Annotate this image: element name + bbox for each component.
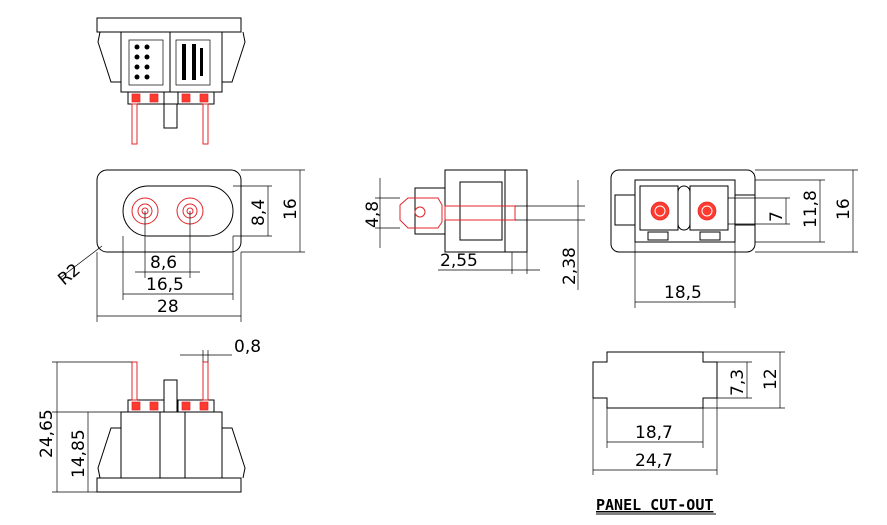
dim-front-height-inner: 8,4 [249,199,269,226]
dim-front-width: 28 [157,297,179,317]
dim-rear-width: 18,5 [664,283,702,303]
dim-left-height-lower: 14,85 [69,429,89,478]
top-view [96,17,246,145]
dim-cutout-height-inner: 7,3 [728,369,748,396]
bottom-left-view [52,350,246,493]
dim-front-radius: R2 [54,260,84,290]
side-view-labels: 4,8 2,55 2,38 [363,201,580,285]
front-view [59,169,305,322]
panel-cutout-title: PANEL CUT-OUT [596,496,713,514]
dim-pin-thickness: 0,8 [234,337,261,357]
rear-view [610,169,858,308]
dim-cutout-height: 12 [761,368,781,390]
dim-cutout-width-inner: 18,7 [635,423,673,443]
dim-front-width-inner: 16,5 [146,275,184,295]
bottom-left-labels: 24,65 14,85 0,8 [37,337,261,478]
dim-side-thickness: 2,38 [560,247,580,285]
dim-rear-height-mid: 11,8 [801,190,821,228]
dim-front-hole-pitch: 8,6 [150,253,177,273]
dim-front-height: 16 [281,198,301,220]
side-view [375,169,585,290]
panel-cutout-labels: 18,7 24,7 7,3 12 PANEL CUT-OUT [596,368,781,515]
panel-cutout-view [592,351,785,475]
dim-cutout-width: 24,7 [635,451,673,471]
dim-side-height: 4,8 [363,201,383,228]
dim-left-height-total: 24,65 [37,409,57,458]
dim-side-offset: 2,55 [440,251,478,271]
dim-rear-height: 16 [834,198,854,220]
rear-view-labels: 18,5 7 11,8 16 [664,190,854,303]
dim-rear-height-inner: 7 [767,211,787,222]
